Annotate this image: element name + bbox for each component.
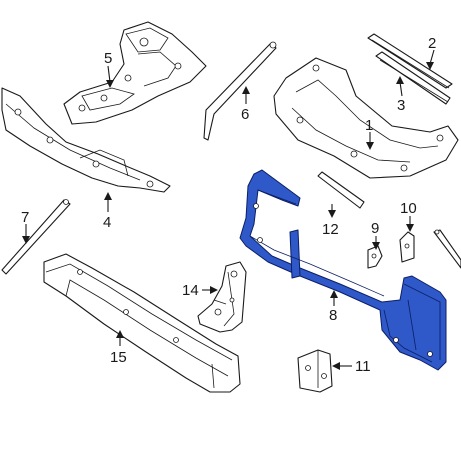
callout-10: 10 xyxy=(400,200,417,217)
callout-12: 12 xyxy=(322,221,339,238)
part-3-seal-strip[interactable] xyxy=(375,51,451,105)
callout-labels: 2 3 5 6 1 4 7 12 9 10 8 14 15 11 xyxy=(21,35,436,375)
part-13-support-rod[interactable] xyxy=(433,229,461,269)
leader-lines xyxy=(22,49,435,370)
part-1-radiator-support[interactable] xyxy=(273,57,459,179)
callout-2: 2 xyxy=(428,35,436,52)
callout-11: 11 xyxy=(355,358,371,375)
callout-9: 9 xyxy=(371,220,379,237)
part-9-clip[interactable] xyxy=(367,245,383,269)
part-11-bracket[interactable] xyxy=(297,349,333,393)
callout-7: 7 xyxy=(21,209,29,226)
callout-5: 5 xyxy=(104,50,112,67)
part-4-side-bracket[interactable] xyxy=(1,87,171,193)
part-15-impact-bar[interactable] xyxy=(43,253,241,393)
part-8-radiator-support-frame[interactable] xyxy=(239,169,447,371)
part-5-mount-bracket[interactable] xyxy=(63,21,207,125)
part-2-seal-strip[interactable] xyxy=(367,33,453,89)
callout-1: 1 xyxy=(365,117,373,134)
part-7-support-rod[interactable] xyxy=(1,199,71,275)
part-6-support-rod[interactable] xyxy=(203,41,277,141)
callout-15: 15 xyxy=(110,349,127,366)
callout-4: 4 xyxy=(103,214,111,231)
callout-14: 14 xyxy=(182,282,199,299)
part-14-bracket[interactable] xyxy=(197,261,247,333)
part-10-bracket[interactable] xyxy=(399,231,415,263)
callout-3: 3 xyxy=(397,97,405,114)
callout-8: 8 xyxy=(329,307,337,324)
part-12-seal[interactable] xyxy=(317,171,365,209)
callout-6: 6 xyxy=(241,106,249,123)
